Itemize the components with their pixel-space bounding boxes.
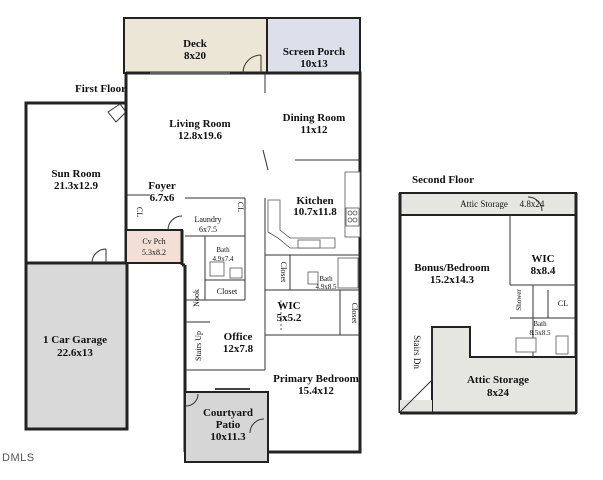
bath1-dim: 4.9x7.4 — [213, 255, 235, 263]
laundry-label: Laundry — [194, 215, 221, 224]
stairs-up-label: Stairs Up — [194, 331, 203, 361]
screen-porch-dim: 10x13 — [300, 58, 328, 70]
kitchen-island — [267, 199, 336, 249]
bonus-dim: 15.2x14.3 — [430, 274, 475, 286]
kitchen-counter — [344, 171, 361, 238]
living-room-label: Living Room — [169, 118, 230, 130]
cl-laundry-label: CL — [236, 202, 245, 212]
wic2-label: WIC — [531, 253, 554, 265]
courtyard-label: Courtyard — [203, 407, 253, 419]
toilet-icon — [229, 267, 243, 279]
screen-porch-area — [266, 17, 361, 74]
bath3-dim: 8.5x8.5 — [530, 329, 552, 337]
courtyard-label-2: Patio — [216, 419, 241, 431]
cl-foyer-label: CL — [135, 207, 144, 217]
foyer-dim: 6.7x6 — [150, 192, 175, 204]
dining-room-label: Dining Room — [283, 112, 346, 124]
office-label: Office — [224, 331, 253, 343]
attic-big-label: Attic Storage — [467, 374, 529, 386]
stairs-dn-label: Stairs Dn — [412, 335, 422, 369]
bath1-label: Bath — [216, 246, 230, 254]
foyer-label: Foyer — [148, 180, 176, 192]
screen-porch-label: Screen Porch — [283, 46, 345, 58]
dining-room-dim: 11x12 — [301, 124, 328, 136]
cv-pch-dim: 5.3x8.2 — [142, 248, 166, 257]
sun-room-label: Sun Room — [51, 168, 100, 180]
bath2-dim: 4.9x8.5 — [316, 283, 338, 291]
mls-watermark: DMLS — [2, 452, 35, 464]
sun-room-dim: 21.3x12.9 — [54, 180, 99, 192]
deck-dim: 8x20 — [184, 50, 207, 62]
primary-bedroom-label: Primary Bedroom — [273, 373, 359, 385]
toilet-icon — [307, 271, 319, 285]
deck-area — [123, 17, 268, 74]
attic-top-dim: 4.8x24 — [520, 199, 545, 209]
closet-a-label: Closet — [217, 287, 238, 296]
closet-c-label: Closet — [350, 303, 359, 324]
office-dim: 12x7.8 — [223, 343, 254, 355]
bath2-label: Bath — [319, 275, 333, 283]
closet-b-label: Closet — [279, 262, 288, 283]
sink-icon — [297, 239, 321, 249]
garage-area — [24, 261, 129, 431]
door-arc — [242, 54, 262, 74]
courtyard-dim: 10x11.3 — [210, 431, 246, 443]
wic2-dim: 8x8.4 — [531, 265, 556, 277]
living-room-dim: 12.8x19.6 — [178, 130, 223, 142]
cv-pch-label: Cv Pch — [142, 237, 165, 246]
wic1-dim: 5x5.2 — [277, 312, 302, 324]
first-floor-heading: First Floor — [75, 83, 126, 95]
deck-label: Deck — [183, 38, 208, 50]
tub-icon — [337, 257, 359, 289]
cl-up-label: CL — [558, 299, 568, 308]
shower-label: Shower — [515, 289, 523, 311]
laundry-dim: 6x7.5 — [199, 225, 217, 234]
garage-dim: 22.6x13 — [57, 347, 93, 359]
range-icon — [345, 207, 360, 227]
bonus-label: Bonus/Bedroom — [414, 262, 490, 274]
kitchen-label: Kitchen — [296, 195, 333, 207]
sink-icon — [515, 337, 537, 353]
attic-big-dim: 8x24 — [487, 387, 510, 399]
courtyard-patio-area — [184, 391, 269, 463]
bath3-label: Bath — [533, 320, 547, 328]
wic1-label: WIC — [277, 300, 300, 312]
attic-storage-big — [431, 326, 577, 414]
second-floor-heading: Second Floor — [412, 174, 474, 186]
covered-porch-area — [125, 229, 183, 264]
nook-label: Nook — [192, 289, 201, 307]
kitchen-dim: 10.7x11.8 — [293, 206, 337, 218]
toilet-icon — [555, 335, 569, 355]
sink-icon — [209, 261, 225, 277]
attic-top-label: Attic Storage — [460, 199, 508, 209]
garage-label: 1 Car Garage — [43, 334, 107, 346]
primary-bedroom-dim: 15.4x12 — [298, 385, 334, 397]
